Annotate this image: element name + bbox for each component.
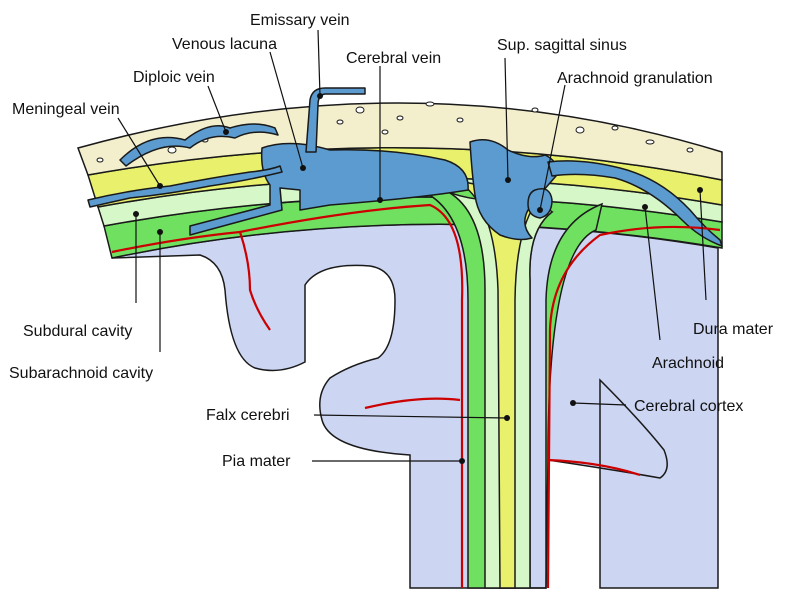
label-arachnoid: Arachnoid (652, 355, 724, 372)
label-subdural-cavity: Subdural cavity (23, 323, 132, 340)
pia-mater-lines (111, 203, 721, 589)
label-sup-sagittal-sinus: Sup. sagittal sinus (497, 37, 627, 54)
label-falx-cerebri: Falx cerebri (206, 407, 290, 424)
emissary-vein (305, 87, 366, 153)
label-meningeal-vein: Meningeal vein (12, 101, 120, 118)
label-arachnoid-granulation: Arachnoid granulation (557, 70, 713, 87)
venous-lacuna (189, 142, 469, 236)
label-venous-lacuna: Venous lacuna (172, 36, 277, 53)
leader-lines (117, 29, 707, 462)
label-diploic-vein: Diploic vein (133, 69, 215, 86)
label-pia-mater: Pia mater (222, 453, 291, 470)
label-subarachnoid-cavity: Subarachnoid cavity (9, 365, 153, 382)
superior-sagittal-sinus (469, 139, 558, 241)
arachnoid-granulation (527, 188, 553, 219)
diploic-vein (119, 123, 279, 167)
venous-system (87, 87, 723, 247)
label-cerebral-vein: Cerebral vein (346, 50, 441, 67)
cerebral-cortex-region (111, 223, 719, 589)
label-emissary-vein: Emissary vein (250, 12, 350, 29)
label-cerebral-cortex: Cerebral cortex (634, 398, 743, 415)
leader-dots (133, 93, 703, 464)
label-dura-mater: Dura mater (693, 321, 774, 338)
right-lateral-lacuna (547, 160, 723, 247)
